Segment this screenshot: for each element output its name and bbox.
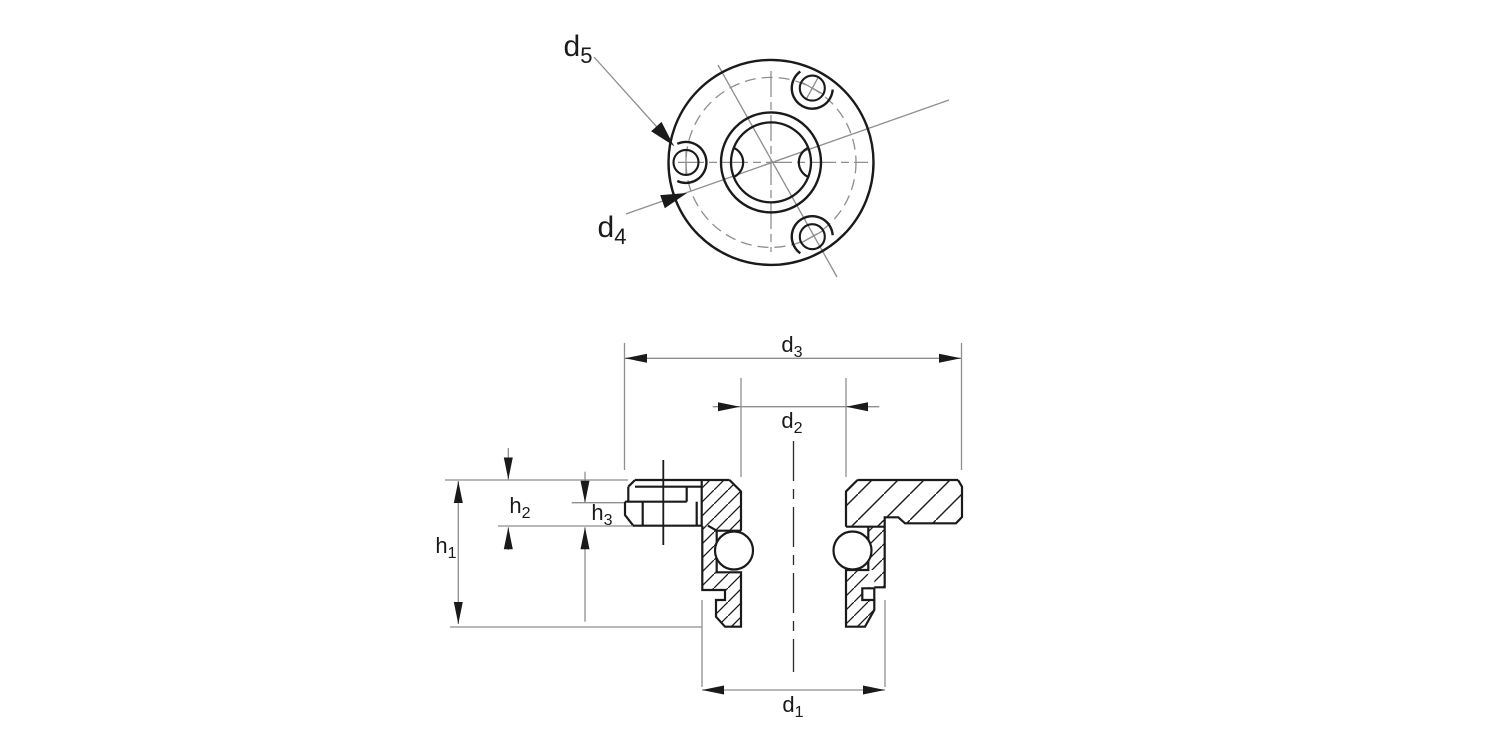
top-view-part — [667, 58, 875, 267]
diagonal-centerline-60deg — [717, 64, 838, 278]
d3-arrow-right — [939, 353, 961, 363]
h3-arrow-top — [580, 480, 590, 503]
left-lug-tab — [676, 140, 708, 185]
d5-arrowhead — [651, 121, 674, 146]
dimension-labels: d3 d2 d1 h1 h2 h3 — [435, 332, 803, 721]
label-h1: h1 — [435, 533, 456, 562]
flange-outer-circle — [667, 58, 875, 267]
collar-circle — [719, 111, 823, 214]
label-d3: d3 — [781, 332, 802, 361]
d2-arrow-left — [718, 402, 740, 412]
hatch-right-lower-block — [846, 570, 875, 627]
hatch-right-wall — [868, 526, 885, 588]
section-part-outline — [623, 478, 964, 628]
lug-lower-left-profile — [623, 501, 703, 527]
left-detent-ball — [713, 530, 755, 571]
top-view-leader-arrows — [593, 56, 687, 209]
label-d4: d4 — [598, 211, 627, 249]
h1-arrow-bottom — [453, 602, 463, 624]
bolt-pitch-circle — [685, 76, 857, 249]
label-d2: d2 — [781, 408, 802, 437]
d1-arrow-right — [863, 685, 885, 695]
body-right-profile — [844, 526, 876, 628]
h3-arrow-bottom — [580, 527, 590, 550]
label-h2: h2 — [509, 493, 530, 522]
d1-arrow-left — [702, 685, 724, 695]
section-view — [623, 441, 964, 672]
d3-arrow-left — [625, 353, 647, 363]
bore-left-chamfer-wall — [728, 479, 743, 531]
dimension-arrowheads — [453, 353, 961, 695]
h2-arrow-top — [503, 457, 513, 480]
bottom-hole-perp-tick — [800, 229, 825, 244]
label-d5: d5 — [564, 30, 593, 68]
label-h3: h3 — [591, 500, 612, 529]
top-right-lug-hole — [798, 74, 826, 102]
lug-section — [623, 479, 703, 527]
right-ring-groove — [861, 587, 876, 602]
bottom-lug-tab — [790, 214, 834, 255]
flange-right-edge-underside — [874, 479, 964, 589]
top-right-hole-perp-tick — [800, 81, 825, 95]
h1-arrow-top — [453, 481, 463, 503]
top-right-lug-tab — [790, 70, 834, 110]
h2-arrow-bottom — [503, 527, 513, 550]
right-detent-ball — [832, 530, 873, 571]
left-ball-notch — [732, 146, 745, 179]
left-socket-chamfer — [707, 524, 718, 532]
bottom-lug-hole — [798, 223, 826, 251]
hatch-flange-left — [701, 480, 741, 531]
bore-right-chamfer-wall — [844, 479, 859, 527]
body-left-profile — [701, 525, 743, 628]
d2-arrow-right — [846, 402, 868, 412]
hatch-regions — [701, 480, 962, 627]
dimensions: d3 d2 d1 h1 h2 h3 — [435, 332, 963, 721]
hatch-left-wall — [702, 525, 717, 573]
right-ball-notch — [797, 146, 810, 179]
d4-arrowhead — [660, 193, 687, 209]
lug-chamfer — [627, 479, 636, 488]
hatch-left-lower-block — [702, 572, 741, 627]
label-d1: d1 — [782, 692, 803, 721]
top-view: d5 d4 — [564, 30, 950, 278]
bore-circle — [729, 121, 813, 204]
left-lug-hole — [672, 148, 700, 176]
hatch-flange-right — [846, 480, 962, 527]
